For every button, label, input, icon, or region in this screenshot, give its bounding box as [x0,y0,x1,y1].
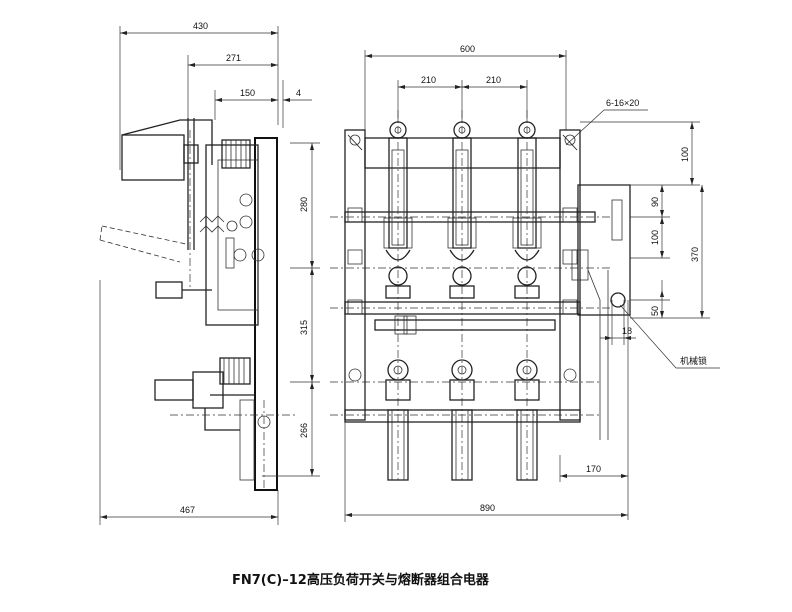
dim-890-label: 890 [480,503,495,513]
dim-18: 18 [600,300,636,345]
dim-280: 280 [290,142,320,269]
dim-467-label: 467 [180,505,195,515]
dim-100-top: 100 [580,121,700,186]
dim-90: 90 [630,185,670,218]
dim-100-mid-label: 100 [650,230,660,245]
dim-18-label: 18 [622,326,632,336]
dim-50-label: 50 [650,306,660,316]
dim-266: 266 [262,382,320,477]
side-view: 430 271 150 4 [99,21,320,525]
dim-210-pair: 210 210 [397,75,528,122]
dim-100-top-label: 100 [680,147,690,162]
dim-170: 170 [559,300,629,520]
lock-label: 机械锁 [680,355,707,366]
front-view: 600 210 210 6-16×20 [330,44,720,522]
dim-170-label: 170 [586,464,601,474]
dim-150: 150 4 [214,80,312,128]
dim-430: 430 [119,21,279,170]
dim-50: 50 [630,280,670,318]
side-insulator-bottom [219,357,251,385]
phase-2 [447,110,477,481]
dim-271: 271 [187,53,278,125]
dim-271-label: 271 [226,53,241,63]
dim-100-mid: 100 [630,217,670,259]
phase-1 [383,110,413,481]
dim-4-label: 4 [296,88,301,98]
hole-spec-label: 6-16×20 [606,98,639,108]
dim-210-a-label: 210 [421,75,436,85]
dim-600: 600 [364,44,567,130]
phase-3 [512,110,542,481]
dim-150-label: 150 [240,88,255,98]
drawing-caption: FN7(C)–12高压负荷开关与熔断器组合电器 [232,572,490,588]
dim-370-label: 370 [690,247,700,262]
dim-467: 467 [99,280,279,525]
dim-90-label: 90 [650,197,660,207]
dim-370: 370 [630,185,710,319]
hole-spec: 6-16×20 [565,98,648,146]
dim-210-b-label: 210 [486,75,501,85]
dim-280-label: 280 [299,197,309,212]
mechanical-lock-leader: 机械锁 [619,304,720,369]
dim-890: 890 [344,420,628,522]
dim-600-label: 600 [460,44,475,54]
dim-266-label: 266 [299,423,309,438]
side-insulator-top [221,139,251,169]
dim-315: 315 [290,268,320,383]
dim-430-label: 430 [193,21,208,31]
dim-315-label: 315 [299,320,309,335]
